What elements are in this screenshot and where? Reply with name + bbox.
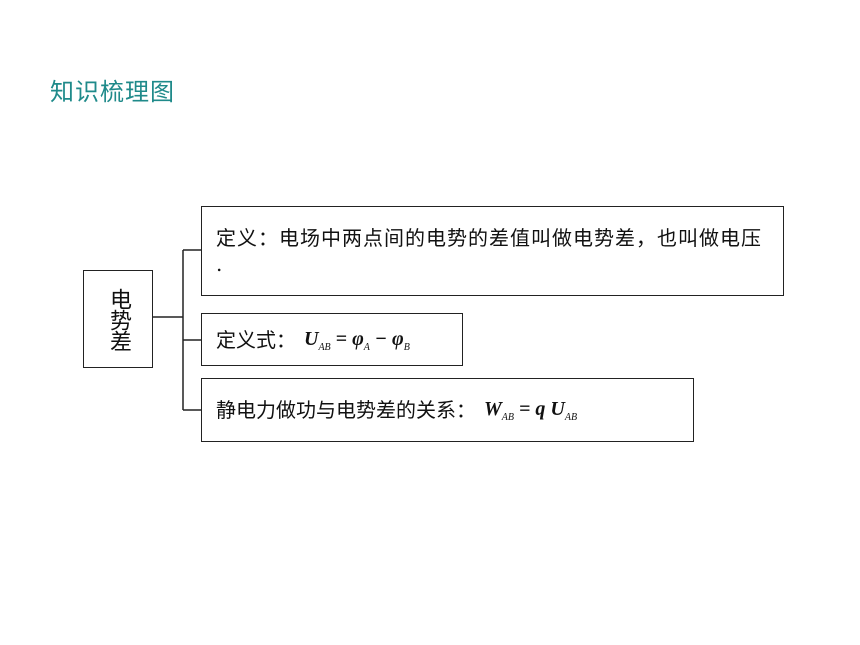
formula-u-sub: AB <box>318 341 331 353</box>
formula-phi-a: φ <box>352 327 364 350</box>
relation-u-sub: AB <box>564 412 578 423</box>
formula-phi-b-sub: B <box>403 341 410 353</box>
formula-minus: − <box>374 327 393 350</box>
root-label: 电势差 <box>106 287 131 351</box>
formula-phi-b: φ <box>392 327 404 350</box>
formula-eq: = <box>335 327 353 350</box>
branch-relation: 静电力做功与电势差的关系： WAB = q UAB <box>201 378 694 442</box>
relation-q: q <box>535 398 551 420</box>
branch-formula: 定义式： UAB = φA − φB <box>201 313 463 366</box>
branch-definition: 定义：电场中两点间的电势的差值叫做电势差，也叫做电压 . <box>201 206 784 296</box>
root-node: 电势差 <box>83 270 153 368</box>
formula-u: U <box>304 327 319 350</box>
formula-phi-a-sub: A <box>363 341 370 353</box>
formula-expression: UAB = φA − φB <box>304 326 410 354</box>
relation-label: 静电力做功与电势差的关系： <box>216 398 476 422</box>
definition-text: 定义：电场中两点间的电势的差值叫做电势差，也叫做电压 . <box>216 226 762 276</box>
relation-u: U <box>550 398 565 420</box>
relation-expression: WAB = q UAB <box>484 396 577 424</box>
relation-eq: = <box>519 398 531 420</box>
relation-w: W <box>484 398 502 420</box>
page-title: 知识梳理图 <box>50 78 175 106</box>
relation-w-sub: AB <box>501 412 515 423</box>
formula-label: 定义式： <box>216 327 296 352</box>
